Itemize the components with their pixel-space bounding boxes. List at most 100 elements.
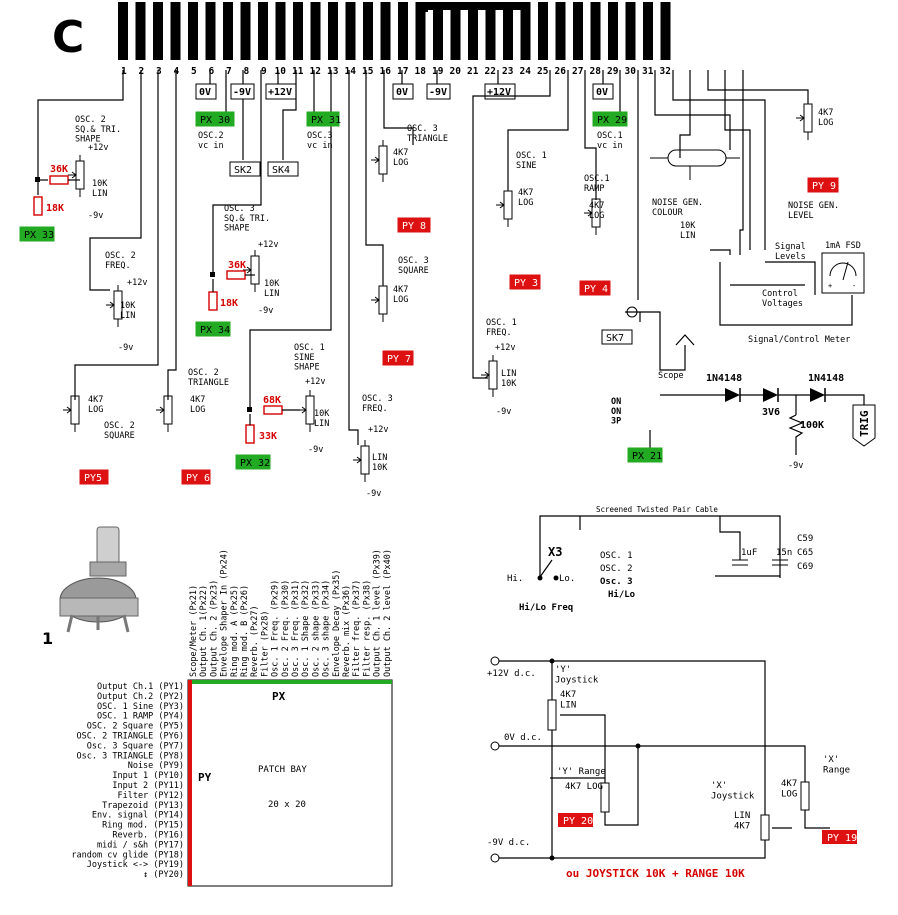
- px-column-label: Filter resp. (Px38): [362, 580, 372, 677]
- svg-text:PX 32: PX 32: [240, 458, 270, 469]
- supply-label: +12v: [495, 343, 515, 353]
- pin-bar: [363, 2, 373, 60]
- power-box-0v-2: 0V: [396, 87, 408, 98]
- rail-0v: 0V d.c.: [504, 733, 542, 743]
- resistor-68k: 68K: [263, 395, 281, 406]
- pin-bar: [223, 2, 233, 60]
- px-column-label: Osc. 3 shape (Px34): [322, 580, 332, 677]
- y-range-label: 'Y' Range: [557, 767, 606, 777]
- px-column-label: Reverb. (Px27): [250, 605, 260, 677]
- cable-osc3: Osc. 3: [600, 577, 633, 587]
- pin-label: 18: [415, 66, 427, 77]
- pin-bar: [328, 2, 338, 60]
- power-box-0v: 0V: [199, 87, 211, 98]
- py-row-label: Trapezoid (PY13): [102, 801, 184, 811]
- resistors: 36K 18K 36K 18K 68K 33K: [33, 164, 300, 444]
- py-row-label: Output Ch.1 (PY1): [97, 682, 184, 692]
- pin-label: 28: [590, 66, 602, 77]
- resistor-18k-2: 18K: [220, 298, 238, 309]
- pin-label: 12: [310, 66, 321, 77]
- tag-px: PX 32: [235, 454, 271, 470]
- label-noise-colour: NOISE GEN.COLOUR: [652, 198, 703, 218]
- cable-cap-15n: 15n: [776, 548, 792, 558]
- pin-label: 22: [485, 66, 496, 77]
- y-joystick-label: 'Y'Joystick: [555, 665, 599, 685]
- svg-text:PY 4: PY 4: [584, 284, 608, 295]
- pin-bar: [293, 2, 303, 60]
- power-box-plus12v-2: +12V: [487, 87, 511, 98]
- pin-label: 14: [345, 66, 357, 77]
- tag-px: PX 33: [19, 226, 55, 242]
- pin-bar: [310, 2, 321, 60]
- pin-label: 25: [537, 66, 549, 77]
- supply-label: -9v: [366, 489, 381, 499]
- supply-label: -9v: [496, 407, 511, 417]
- svg-text:PY 3: PY 3: [514, 278, 538, 289]
- pin-label: 17: [397, 66, 408, 77]
- joystick-section: +12V d.c. 0V d.c. -9V d.c. 'Y'Joystick 4…: [487, 656, 857, 880]
- py-row-label: Osc. 3 Square (PY7): [87, 741, 184, 751]
- supply-label: +12v: [88, 143, 108, 153]
- py-row-label: OSC. 2 Square (PY5): [87, 722, 184, 732]
- py-row-label: OSC. 2 TRIANGLE (PY6): [77, 732, 184, 742]
- pin-label: 23: [502, 66, 514, 77]
- pin-label: 7: [226, 66, 232, 77]
- pin-bar: [170, 2, 181, 60]
- svg-text:SK7: SK7: [606, 333, 624, 344]
- tag-py: PY 9: [807, 177, 839, 193]
- svg-text:PY 7: PY 7: [387, 354, 411, 365]
- py-row-label: Output Ch.2 (PY2): [97, 692, 184, 702]
- py-row-label: OSC. 1 RAMP (PY4): [97, 712, 184, 722]
- supply-label: -9v: [258, 306, 273, 316]
- cable-hi: Hi.: [507, 574, 523, 584]
- pin-label: 30: [625, 66, 637, 77]
- rail-plus12: +12V d.c.: [487, 669, 536, 679]
- cable-c69: C69: [797, 562, 813, 572]
- pin-bar: [188, 2, 198, 60]
- cable-osc1: OSC. 1: [600, 551, 633, 561]
- pin-bar: [590, 2, 601, 60]
- pin-bar: [485, 2, 496, 60]
- svg-text:PX 31: PX 31: [311, 115, 341, 126]
- cable-lo: Lo.: [559, 574, 575, 584]
- pin-bar: [135, 2, 146, 60]
- diodes: [725, 388, 826, 440]
- label-meter-caption: Signal/Control Meter: [748, 335, 850, 345]
- tag-px: PX 31: [306, 111, 341, 127]
- py-row-label: Env. signal (PY14): [92, 811, 184, 821]
- svg-text:PX 34: PX 34: [200, 325, 230, 336]
- supply-label: +12v: [368, 425, 388, 435]
- pin-bar: [415, 2, 426, 60]
- pin-bar: [468, 2, 478, 60]
- tag-sk: SK2: [229, 161, 261, 177]
- label-scope: Scope: [658, 371, 684, 381]
- py-row-label: Noise (PY9): [128, 761, 184, 771]
- px-column-label: Osc. 3 Freq. (Px31): [291, 580, 301, 677]
- pin-label: 6: [209, 66, 215, 77]
- pin-bar: [118, 2, 128, 60]
- power-box-0v-3: 0V: [596, 87, 608, 98]
- svg-text:PX 29: PX 29: [597, 115, 627, 126]
- svg-text:PY 8: PY 8: [402, 221, 426, 232]
- pin-bar: [380, 2, 391, 60]
- patch-bay: PX PY PATCH BAY 20 x 20 Scope/Meter (Px2…: [71, 549, 393, 887]
- patch-bay-py-rows: Output Ch.1 (PY1)Output Ch.2 (PY2) OSC. 1…: [71, 682, 184, 880]
- pin-label: 9: [261, 66, 267, 77]
